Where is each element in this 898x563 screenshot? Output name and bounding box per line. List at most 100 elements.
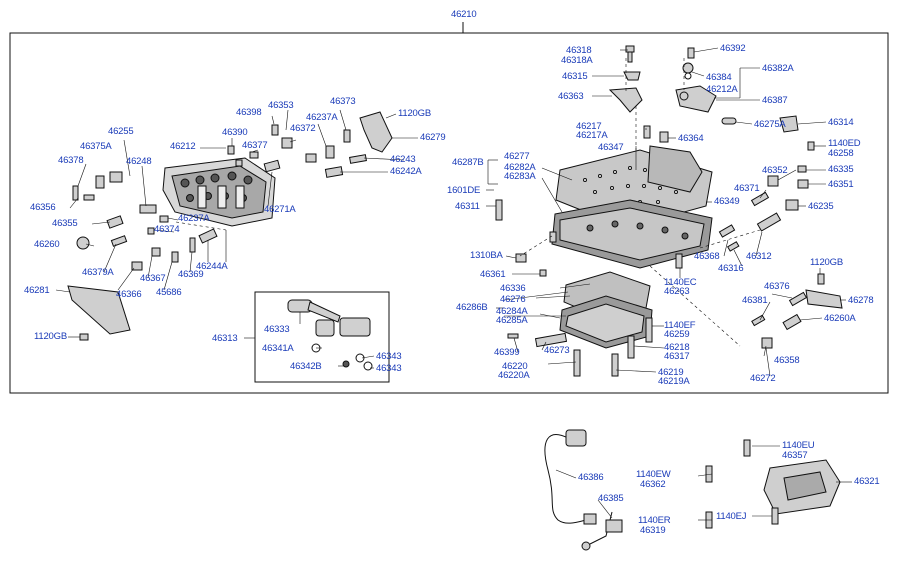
label-46321: 46321 (854, 476, 880, 487)
label-46343-b: 46343 (376, 363, 402, 374)
label-46244A: 46244A (196, 261, 228, 272)
label-46284A: 46284A (496, 306, 528, 317)
label-46220A: 46220A (498, 370, 530, 381)
label-46235: 46235 (808, 201, 834, 212)
lower-plate-and-body (559, 271, 653, 349)
label-46317: 46317 (664, 351, 690, 362)
label-46363: 46363 (558, 91, 584, 102)
label-46212: 46212 (170, 141, 196, 152)
label-46375A: 46375A (80, 141, 112, 152)
label-46387: 46387 (762, 95, 788, 106)
label-46271A: 46271A (264, 204, 296, 215)
label-46219A: 46219A (658, 376, 690, 387)
label-46336: 46336 (500, 283, 526, 294)
label-46237A-bottom: 46237A (178, 213, 210, 224)
label-46319: 46319 (640, 525, 666, 536)
label-46314: 46314 (828, 117, 854, 128)
label-46283A: 46283A (504, 171, 536, 182)
label-46311: 46311 (455, 201, 480, 212)
leader-lines (55, 47, 852, 521)
label-46364: 46364 (678, 133, 704, 144)
label-46341A: 46341A (262, 343, 294, 354)
label-46278: 46278 (848, 295, 874, 306)
label-46386: 46386 (578, 472, 604, 483)
label-46392: 46392 (720, 43, 746, 54)
label-46366: 46366 (116, 289, 142, 300)
label-46335: 46335 (828, 164, 854, 175)
label-46313: 46313 (212, 333, 238, 344)
left-small-parts (67, 111, 393, 341)
label-46279: 46279 (420, 132, 446, 143)
label-1601DE: 1601DE (447, 185, 481, 196)
label-46220: 46220 (502, 361, 528, 372)
label-46381: 46381 (742, 295, 768, 306)
label-46379A: 46379A (82, 267, 114, 278)
label-46242A: 46242A (390, 166, 422, 177)
solenoid-parts (287, 299, 373, 371)
label-46355: 46355 (52, 218, 78, 229)
label-46248: 46248 (126, 156, 152, 167)
label-46351: 46351 (828, 179, 854, 190)
label-46382A: 46382A (762, 63, 794, 74)
label-1310BA: 1310BA (470, 250, 503, 261)
label-46384: 46384 (706, 72, 732, 83)
label-1140EC: 1140EC (664, 277, 697, 288)
label-46282A: 46282A (504, 162, 536, 173)
label-46316: 46316 (718, 263, 744, 274)
upper-valve-body (551, 199, 713, 269)
label-46281: 46281 (24, 285, 50, 296)
label-46385: 46385 (598, 493, 624, 504)
wiring-harness (544, 429, 623, 551)
label-1140EJ: 1140EJ (716, 511, 747, 522)
label-46260: 46260 (34, 239, 60, 250)
label-46367: 46367 (140, 273, 166, 284)
label-46287B: 46287B (452, 157, 484, 168)
label-46273: 46273 (544, 345, 570, 356)
label-46374: 46374 (154, 224, 180, 235)
label-46352: 46352 (762, 165, 788, 176)
label-46212A: 46212A (706, 84, 738, 95)
label-46362: 46362 (640, 479, 666, 490)
label-1120GB-right: 1120GB (810, 257, 843, 268)
label-46376: 46376 (764, 281, 790, 292)
label-46372: 46372 (290, 123, 316, 134)
label-46357: 46357 (782, 450, 808, 461)
label-46272: 46272 (750, 373, 776, 384)
label-46358: 46358 (774, 355, 800, 366)
label-46237A-top: 46237A (306, 112, 338, 123)
label-46377: 46377 (242, 140, 268, 151)
label-46260A: 46260A (824, 313, 856, 324)
label-46217A: 46217A (576, 130, 608, 141)
label-46277: 46277 (504, 151, 530, 162)
label-46349: 46349 (714, 196, 740, 207)
label-46315: 46315 (562, 71, 588, 82)
label-46368: 46368 (694, 251, 720, 262)
right-small-parts (495, 45, 843, 377)
oil-filter-and-bolts (705, 439, 841, 529)
label-46218: 46218 (664, 342, 690, 353)
label-1140EF: 1140EF (664, 320, 696, 331)
assembly-guides (175, 58, 761, 347)
label-46373: 46373 (330, 96, 356, 107)
label-45686: 45686 (156, 287, 182, 298)
label-46356: 46356 (30, 202, 56, 213)
label-46390: 46390 (222, 127, 248, 138)
label-46259: 46259 (664, 329, 690, 340)
label-1140ER: 1140ER (638, 515, 671, 526)
label-46369: 46369 (178, 269, 204, 280)
label-46219: 46219 (658, 367, 684, 378)
label-46318: 46318 (566, 45, 592, 56)
label-46347: 46347 (598, 142, 624, 153)
label-46371: 46371 (734, 183, 760, 194)
main-assembly-frame (9, 32, 889, 394)
label-1120GB-top: 1120GB (398, 108, 431, 119)
label-1120GB-left: 1120GB (34, 331, 67, 342)
label-46285A: 46285A (496, 315, 528, 326)
label-46353: 46353 (268, 100, 294, 111)
label-46343-a: 46343 (376, 351, 402, 362)
label-46333: 46333 (264, 324, 290, 335)
label-46361: 46361 (480, 269, 506, 280)
label-46258: 46258 (828, 148, 854, 159)
label-46276: 46276 (500, 294, 526, 305)
label-46399: 46399 (494, 347, 520, 358)
